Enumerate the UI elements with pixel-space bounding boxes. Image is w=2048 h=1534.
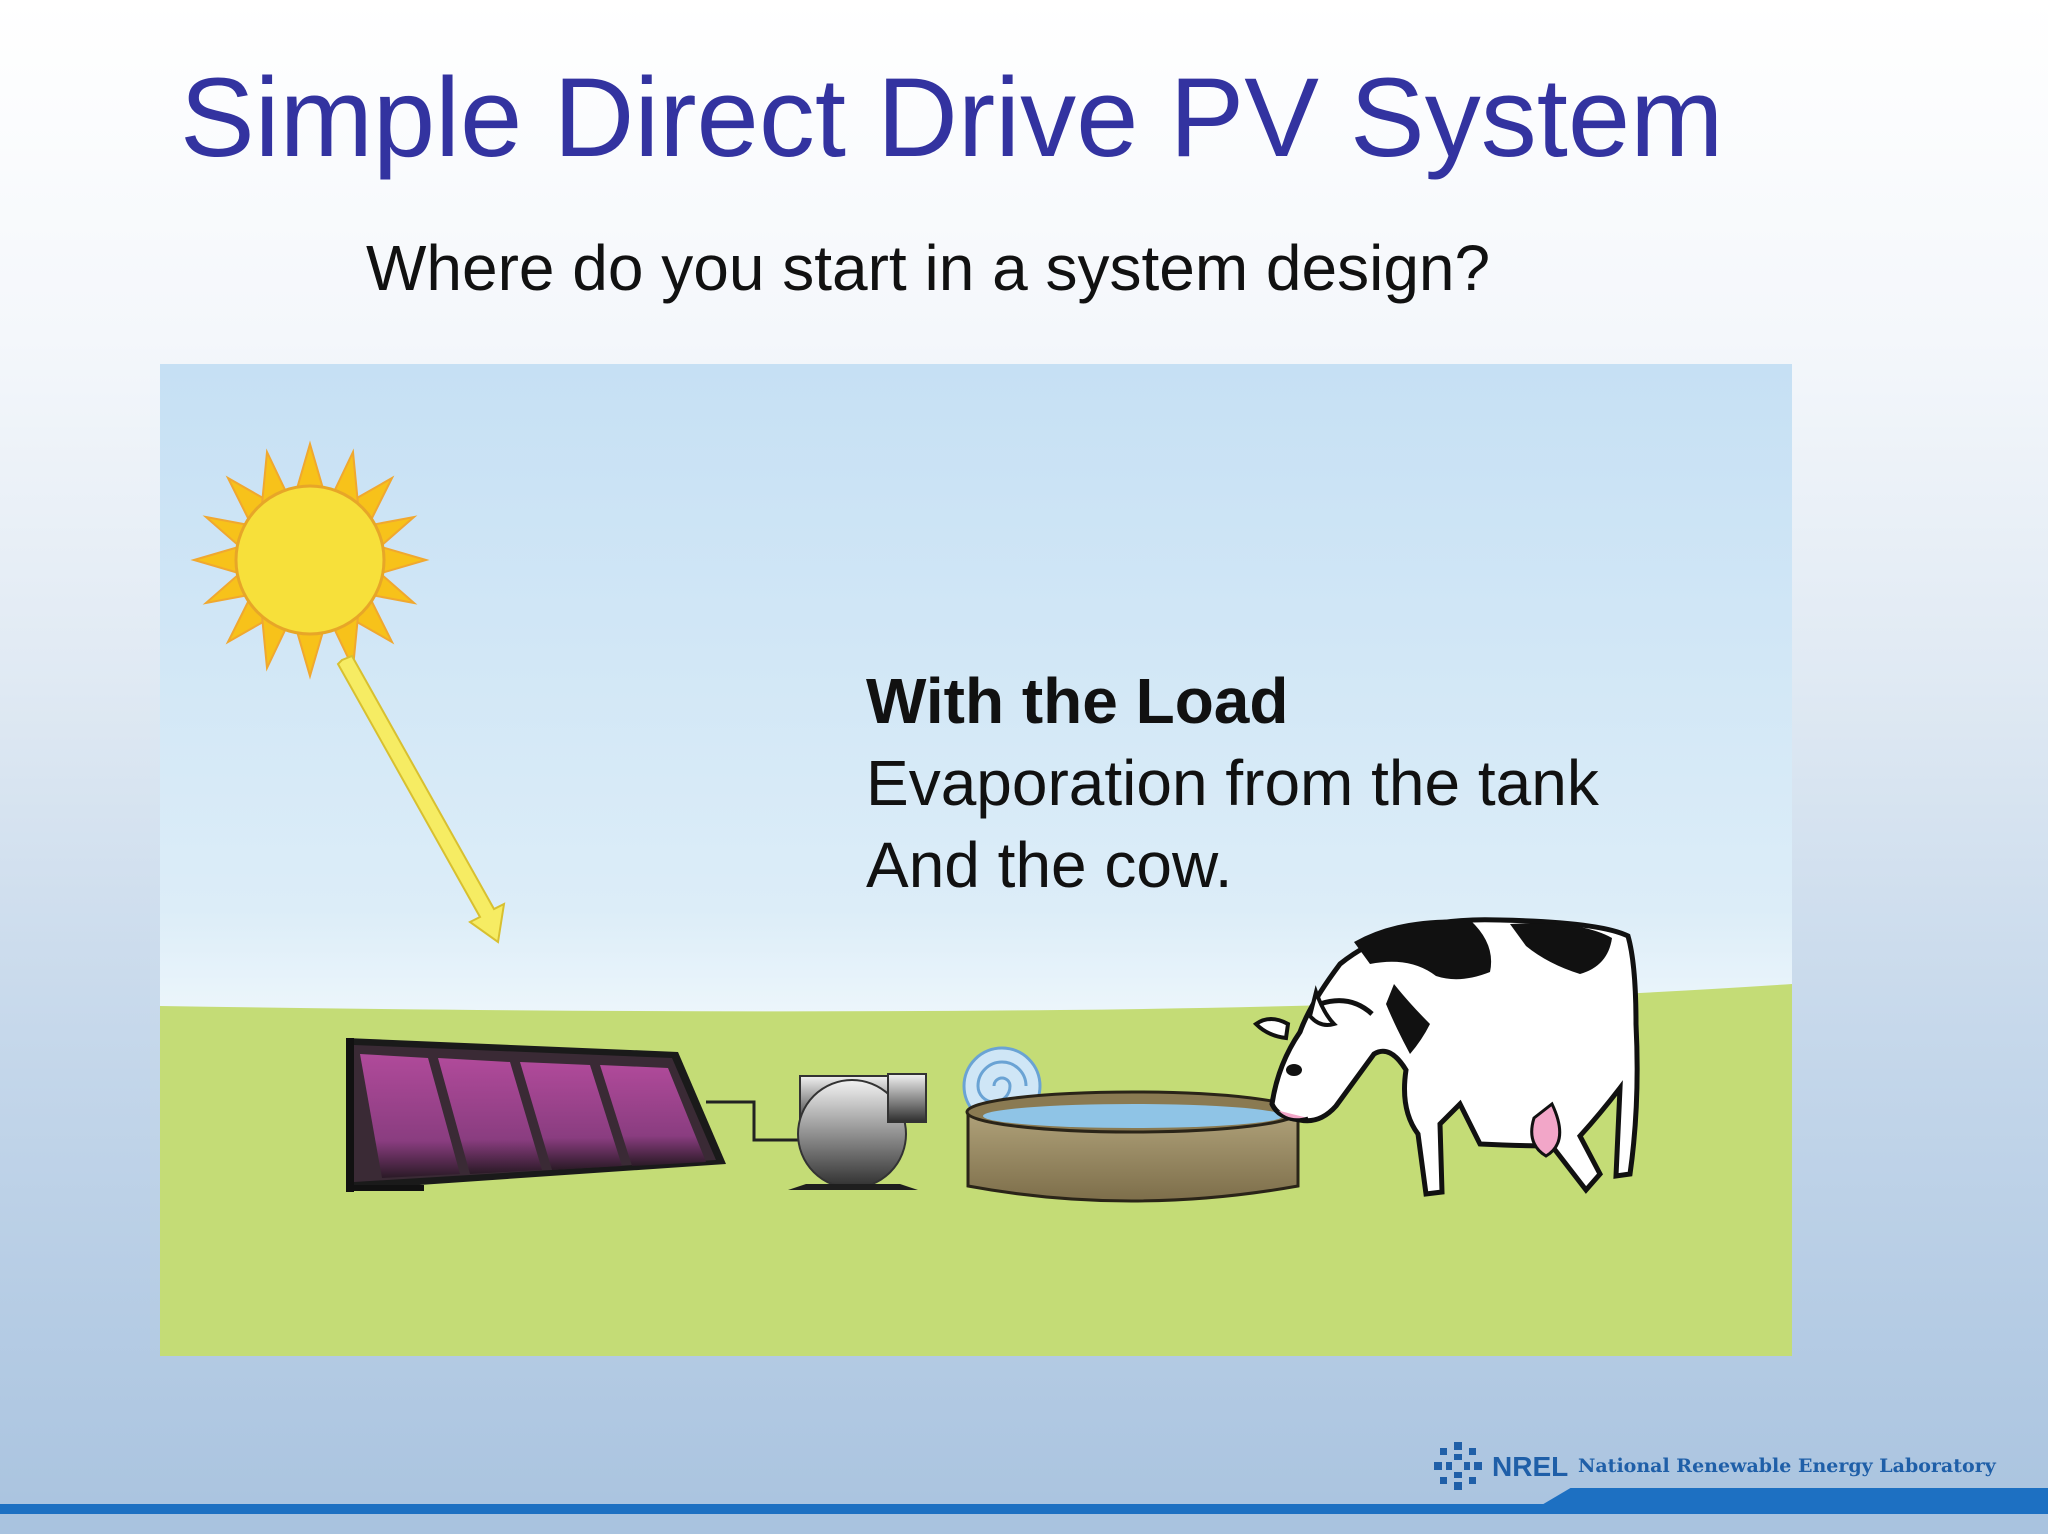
illustration-panel: With the Load Evaporation from the tank … xyxy=(160,364,1792,1356)
nrel-logo: NREL National Renewable Energy Laborator… xyxy=(1432,1438,1996,1494)
illustration-svg xyxy=(160,364,1792,1356)
svg-text:NREL: NREL xyxy=(1492,1451,1568,1482)
footer-rule xyxy=(0,1504,2048,1514)
caption-line-1: Evaporation from the tank xyxy=(866,747,1599,819)
sunlight-arrow-icon xyxy=(336,654,506,944)
caption-heading: With the Load xyxy=(866,665,1289,737)
nrel-wordmark: NREL xyxy=(1492,1451,1568,1482)
slide-title: Simple Direct Drive PV System xyxy=(180,55,1724,180)
sun-icon xyxy=(190,440,430,680)
slide-subtitle: Where do you start in a system design? xyxy=(366,232,1491,304)
nrel-logo-icon xyxy=(1434,1442,1482,1490)
wire xyxy=(706,1100,800,1142)
caption-block: With the Load Evaporation from the tank … xyxy=(866,660,1599,906)
organization-name: National Renewable Energy Laboratory xyxy=(1578,1455,1996,1477)
footer-accent-tab xyxy=(1540,1488,2048,1506)
caption-line-2: And the cow. xyxy=(866,829,1233,901)
water-tank-icon xyxy=(965,1090,1301,1203)
solar-panel-icon xyxy=(346,1038,726,1192)
cow-icon xyxy=(1252,917,1640,1197)
